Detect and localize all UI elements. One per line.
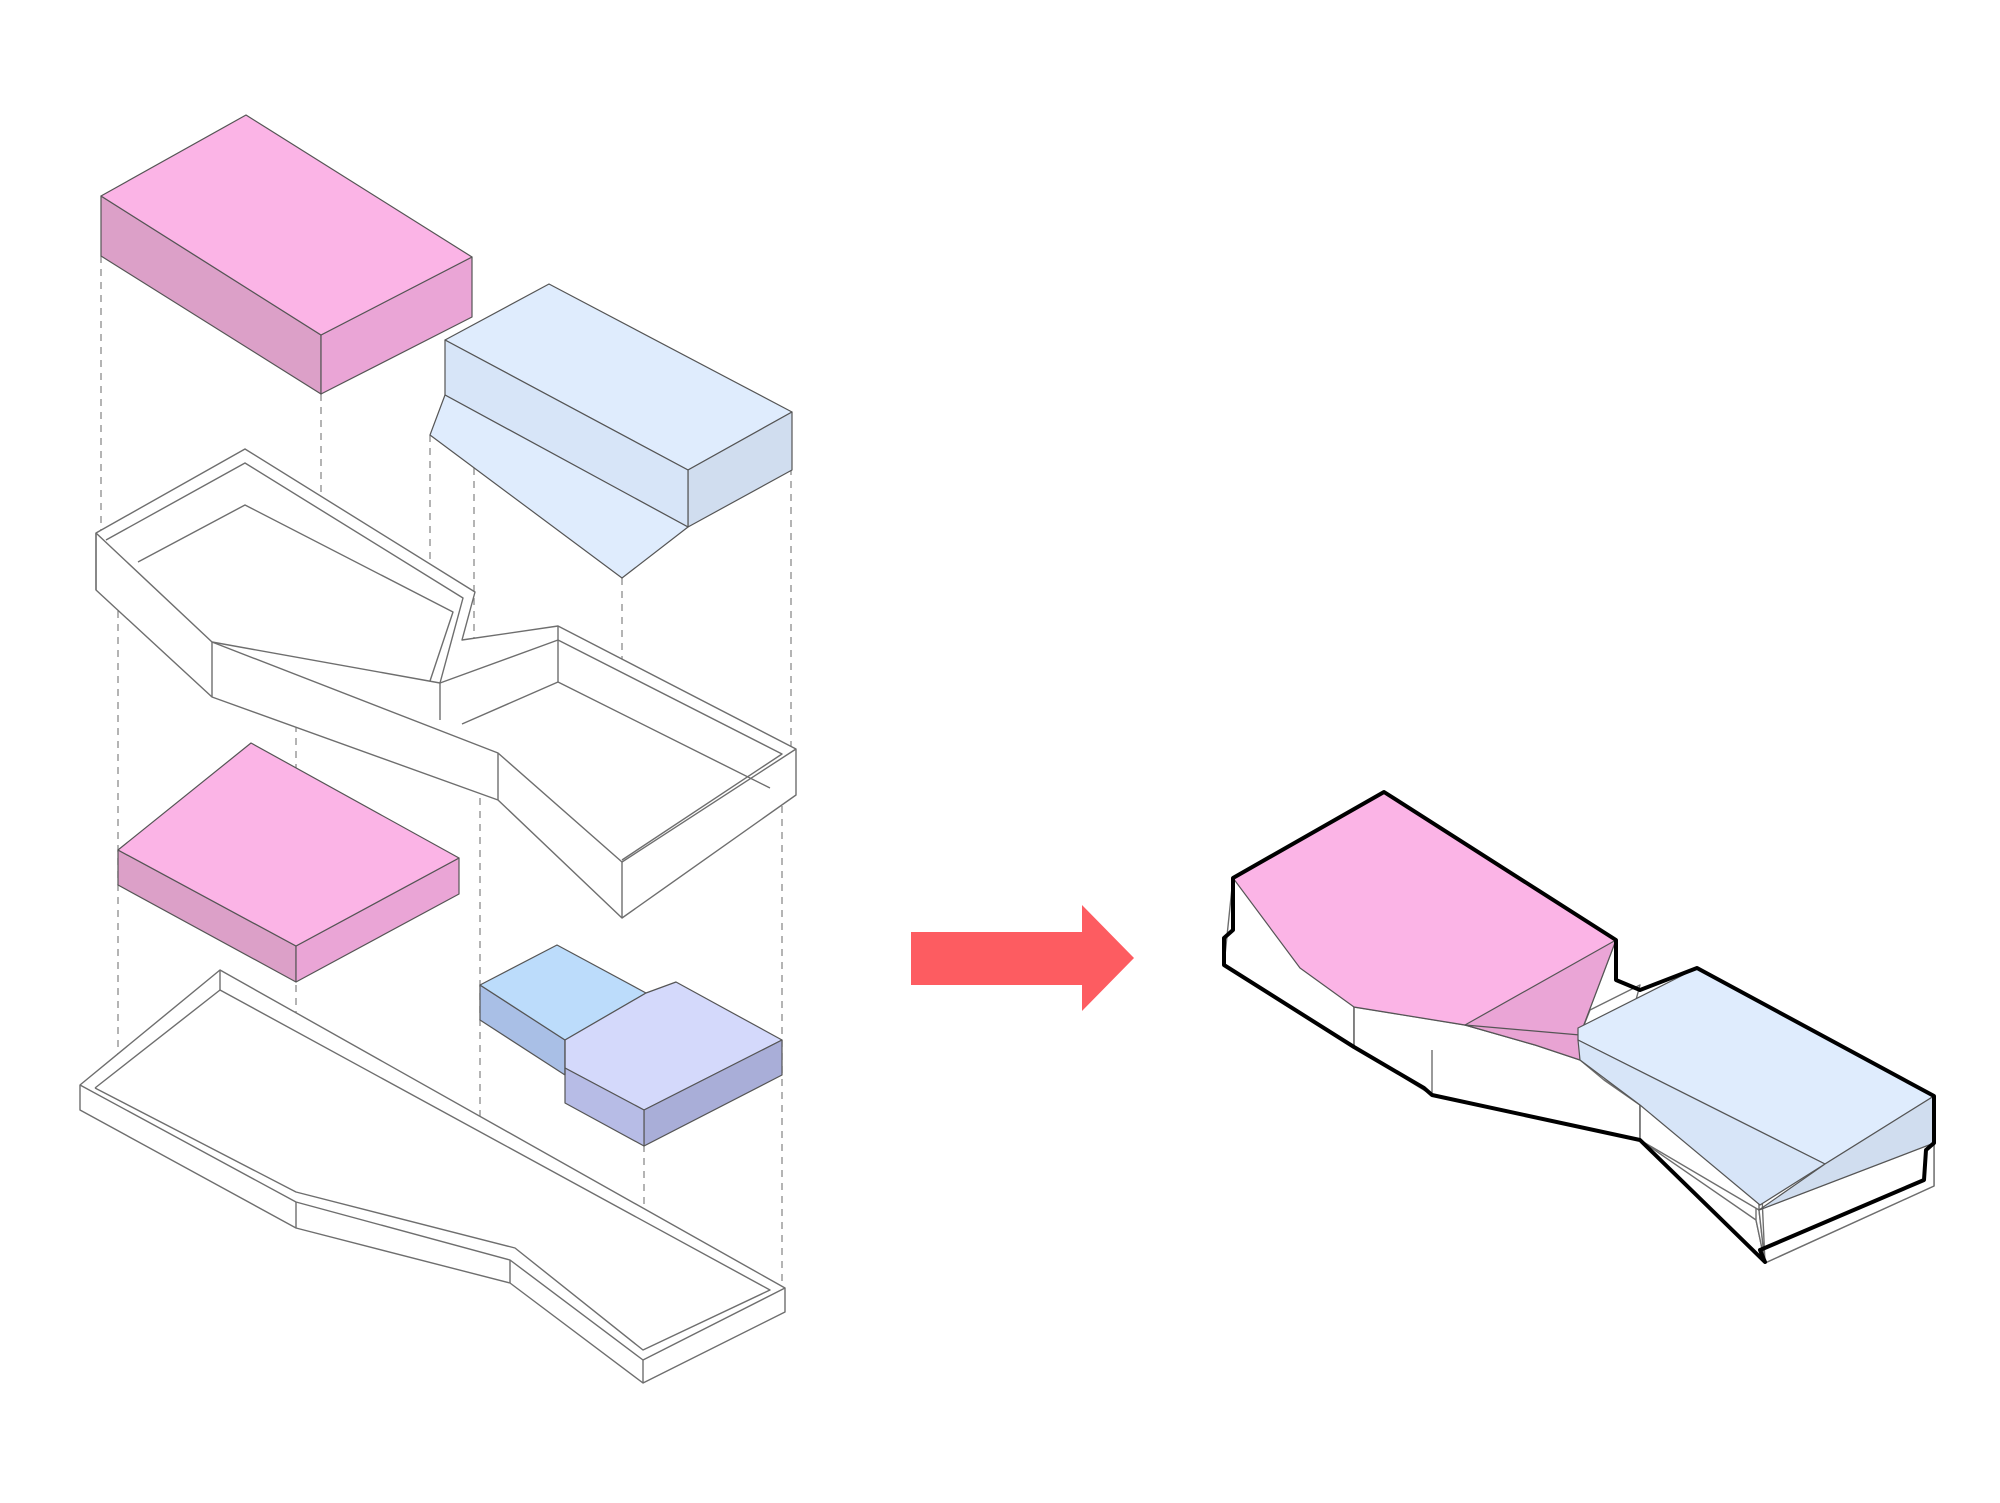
assembled-pink-volume <box>1232 791 1617 1061</box>
exploded-axonometric <box>79 114 797 1384</box>
assembled-blue-front <box>1577 1039 1826 1206</box>
upper-blue-volume <box>429 283 793 579</box>
assembled-blue-volume <box>1577 967 1935 1211</box>
right-arrow-icon <box>911 905 1134 1011</box>
lower-pink-volume <box>117 742 460 983</box>
upper-pink-volume <box>100 114 473 395</box>
lower-pink-volume-top <box>117 742 460 947</box>
upper-pink-volume-top <box>100 114 473 336</box>
base-slab <box>79 969 786 1384</box>
lavender-block-left <box>564 1067 645 1147</box>
assembled-axonometric <box>1222 790 1936 1264</box>
upper-floor-walls <box>95 448 797 919</box>
lavender-block <box>564 981 783 1147</box>
assembled-outline <box>1222 790 1936 1264</box>
upper-blue-volume-slope <box>429 394 689 579</box>
